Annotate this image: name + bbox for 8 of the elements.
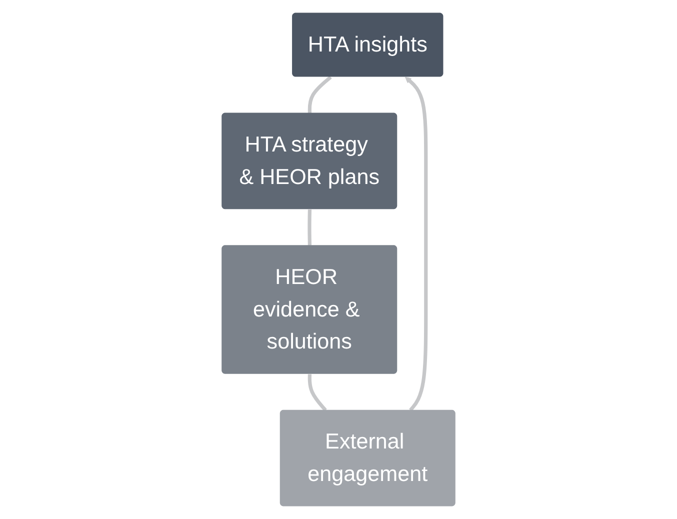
connector (308, 76, 332, 114)
node-box: HEOR evidence & solutions (222, 245, 398, 374)
arrow (405, 76, 428, 412)
connector (308, 209, 312, 246)
connector (308, 374, 327, 412)
node-box: HTA insights (292, 12, 444, 77)
node-box: External engagement (280, 410, 456, 506)
node-box: HTA strategy & HEOR plans (222, 112, 398, 210)
